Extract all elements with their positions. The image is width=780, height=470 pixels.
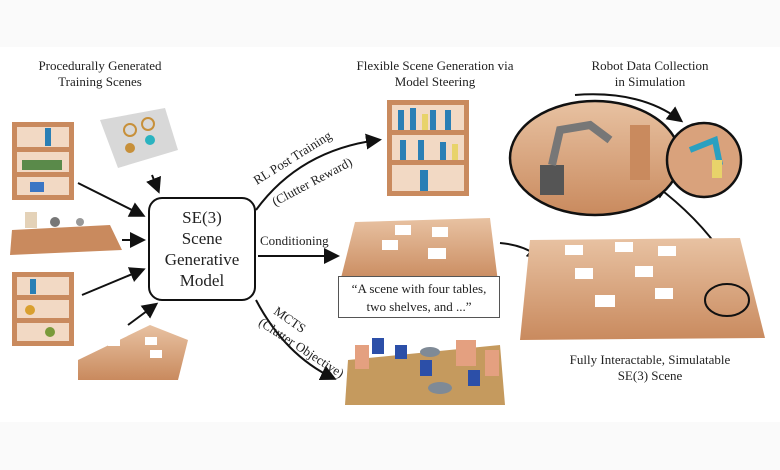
table-scene (10, 212, 122, 255)
text-prompt-box: “A scene with four tables, two shelves, a… (338, 276, 500, 318)
cluttered-table-scene (345, 338, 505, 405)
table-rings-scene (100, 108, 178, 168)
shelf-bottles-scene (387, 100, 469, 196)
simulated-scene (520, 238, 765, 340)
bottom-margin (0, 422, 780, 470)
prompt-line: “A scene with four tables, (351, 281, 487, 296)
caption-line: SE(3) Scene (617, 368, 683, 383)
prompt-line: two shelves, and ...” (366, 299, 472, 314)
title-line: Robot Data Collection (591, 58, 709, 73)
shelf-scene-2 (12, 272, 74, 346)
scene-generative-model-box: SE(3) Scene Generative Model (148, 197, 256, 301)
small-tables-scene (78, 325, 188, 380)
title-line: Procedurally Generated (38, 58, 162, 73)
box-line: Generative (164, 250, 240, 269)
label-conditioning: Conditioning (260, 233, 329, 248)
box-line: Scene (181, 229, 223, 248)
title-line: Training Scenes (58, 74, 142, 89)
gripper-closeup-circle (665, 121, 743, 199)
restaurant-scene (340, 218, 498, 282)
box-line: SE(3) (182, 208, 222, 227)
title-line: Flexible Scene Generation via (356, 58, 514, 73)
caption-line: Fully Interactable, Simulatable (569, 352, 731, 367)
title-line: Model Steering (394, 74, 476, 89)
robot-closeup-ellipse (508, 99, 682, 217)
shelf-scene-1 (12, 122, 74, 200)
top-margin (0, 0, 780, 47)
box-line: Model (179, 271, 225, 290)
title-line: in Simulation (614, 74, 686, 89)
